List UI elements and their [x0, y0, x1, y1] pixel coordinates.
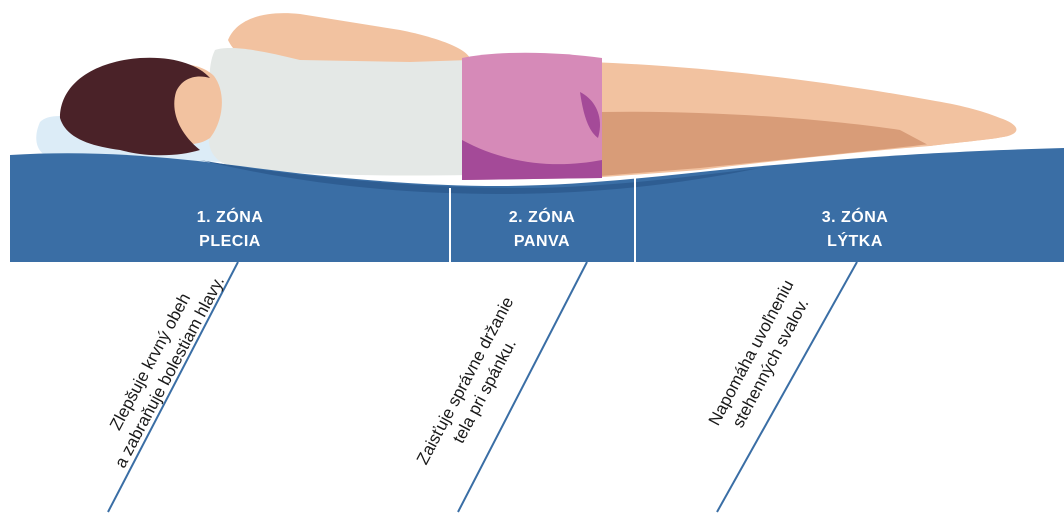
- zone-2-number: 2. ZÓNA: [509, 207, 576, 226]
- zone-1-number: 1. ZÓNA: [197, 207, 264, 226]
- zone-2-name: PANVA: [514, 233, 570, 250]
- shirt: [209, 48, 470, 175]
- zone-3-number: 3. ZÓNA: [822, 207, 889, 226]
- zone-1-name: PLECIA: [199, 233, 261, 250]
- zone-1-description-line2: a zabraňuje bolestiam hlavy.: [111, 273, 228, 471]
- zone-3-name: LÝTKA: [827, 231, 883, 250]
